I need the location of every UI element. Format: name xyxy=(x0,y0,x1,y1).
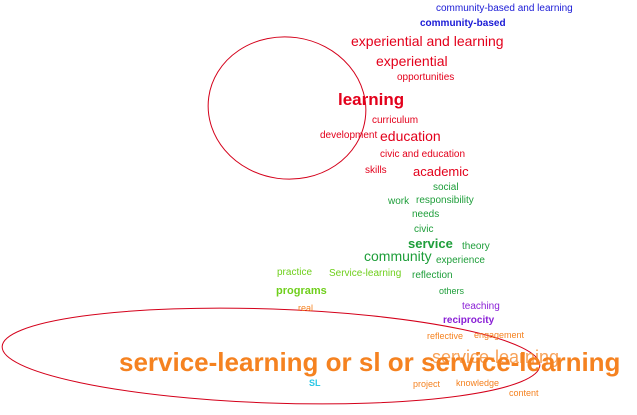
word-reflection: reflection xyxy=(412,270,453,281)
word-reflective: reflective xyxy=(427,331,464,341)
word-main-phrase: service-learning or sl or service-learni… xyxy=(119,347,621,377)
word-service: service xyxy=(408,236,453,251)
word-knowledge: knowledge xyxy=(456,378,500,388)
word-experiential: experiential xyxy=(376,53,448,69)
word-skills: skills xyxy=(365,165,387,176)
word-content: content xyxy=(509,388,539,398)
word-community-based-and-learning: community-based and learning xyxy=(436,3,573,14)
word-academic: academic xyxy=(413,164,469,179)
word-real: real xyxy=(298,303,314,313)
word-service-learning-overlap: service-learning xyxy=(432,347,560,367)
word-curriculum: curriculum xyxy=(372,115,419,126)
word-learning: learning xyxy=(338,90,405,109)
word-SL: SL xyxy=(309,378,321,388)
word-experiential-and-learning: experiential and learning xyxy=(351,33,504,49)
word-programs: programs xyxy=(276,285,327,297)
word-opportunities: opportunities xyxy=(397,72,455,83)
word-community-based: community-based xyxy=(420,18,506,29)
word-civic-and-education: civic and education xyxy=(380,149,466,160)
word-social: social xyxy=(433,182,459,193)
word-work: work xyxy=(388,196,410,207)
word-responsibility: responsibility xyxy=(416,195,474,206)
word-project: project xyxy=(413,379,441,389)
word-service-learning-capitalized: Service-learning xyxy=(329,268,402,279)
word-experience: experience xyxy=(436,255,485,266)
word-others: others xyxy=(439,286,465,296)
word-theory: theory xyxy=(462,241,490,252)
word-reciprocity: reciprocity xyxy=(443,315,495,326)
annotation-oval-learning xyxy=(207,36,367,180)
word-teaching: teaching xyxy=(462,301,500,312)
word-practice: practice xyxy=(277,267,313,278)
word-education: education xyxy=(380,128,441,144)
annotation-oval-service-learning xyxy=(1,307,541,405)
word-civic: civic xyxy=(414,224,434,235)
word-needs: needs xyxy=(412,209,440,220)
word-community: community xyxy=(364,248,432,264)
word-development: development xyxy=(320,130,378,141)
word-engagement: engagement xyxy=(474,330,525,340)
